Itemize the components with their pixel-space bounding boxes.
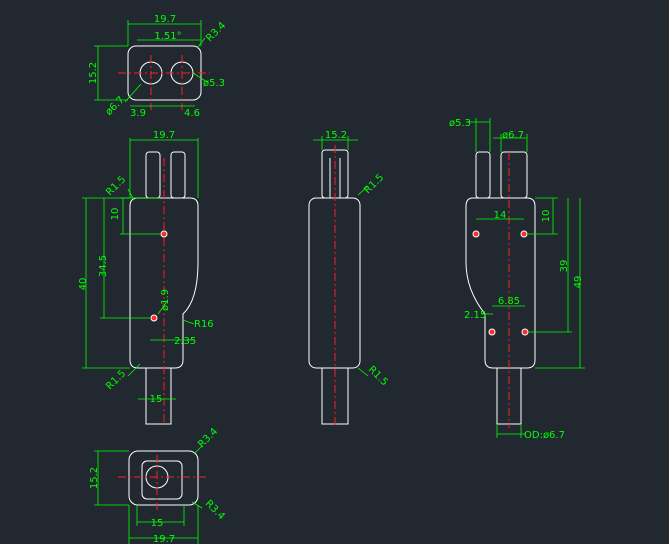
top-height-dim: 15.2 — [88, 62, 99, 84]
right-length-49-dim: 49 — [573, 276, 584, 289]
right-pin-spacing-dim: 14 — [494, 210, 507, 221]
side-width-dim: 15.2 — [325, 130, 347, 141]
front-side-radius-dim: R16 — [194, 319, 214, 330]
right-pin-right — [500, 151, 528, 199]
right-body — [465, 197, 536, 369]
front-pin-dia-dim: ø1.9 — [160, 289, 171, 311]
bottom-view-body — [128, 450, 199, 506]
bottom-radius-bottom-dim: R3.4 — [203, 498, 227, 522]
front-pin-hole-lower — [150, 314, 158, 322]
top-pitch-dim: 1.51° — [154, 31, 181, 42]
right-length-39-dim: 39 — [559, 260, 570, 273]
front-view: 19.7 R1.5 10 34.5 40 ø1.9 R16 2.35 R1.5 … — [78, 130, 214, 425]
front-pin-offset-dim: 10 — [110, 208, 121, 221]
right-pin-hole-ll — [488, 328, 496, 336]
top-offset-right-dim: 4.6 — [184, 108, 200, 119]
right-pin-dia-dim: ø5.3 — [449, 118, 471, 129]
side-bottom-radius-dim: R1.5 — [366, 364, 390, 388]
right-pin-hole-lr — [521, 328, 529, 336]
right-offset-lower-dim: 2.15 — [464, 310, 486, 321]
top-radius-dim: R3.4 — [204, 20, 228, 44]
top-view: 19.7 1.51° R3.4 15.2 ø5.3 ø6.7 3.9 4.6 — [88, 14, 228, 119]
right-pin-offset-dim: 10 — [541, 210, 552, 223]
front-bottom-radius-dim: R1.5 — [104, 368, 128, 392]
bottom-view-boss — [141, 460, 183, 500]
bottom-height-dim: 15.2 — [89, 467, 100, 489]
right-od-dim: OD:ø6.7 — [524, 430, 565, 441]
front-pin-left — [145, 151, 161, 199]
top-cable-dim: ø6.7 — [104, 95, 127, 118]
bottom-radius-top-dim: R3.4 — [196, 426, 220, 450]
front-length-total-dim: 40 — [78, 278, 89, 291]
right-view: ø5.3 ø6.7 14 10 6.85 2.15 39 49 OD:ø6.7 — [449, 118, 585, 441]
front-cable — [145, 367, 172, 425]
right-pin-left — [475, 151, 491, 199]
bottom-inner-width-dim: 15 — [151, 518, 164, 529]
top-hole-dim: ø5.3 — [203, 78, 225, 89]
front-cable-width-dim: 15 — [150, 394, 163, 405]
front-length-34-dim: 34.5 — [98, 255, 109, 277]
front-width-dim: 19.7 — [153, 130, 175, 141]
bottom-view: R3.4 15.2 R3.4 15 19.7 — [89, 426, 227, 544]
right-spacing-lower-dim: 6.85 — [498, 296, 520, 307]
top-width-dim: 19.7 — [154, 14, 176, 25]
front-corner-radius-dim: R1.5 — [104, 174, 128, 198]
front-pin-right — [170, 151, 186, 199]
front-step-dim: 2.35 — [174, 336, 196, 347]
top-offset-left-dim: 3.9 — [130, 108, 146, 119]
side-view: 15.2 R1.5 R1.5 — [308, 130, 390, 426]
side-top-radius-dim: R1.5 — [362, 172, 386, 196]
right-cable-dia-dim: ø6.7 — [502, 130, 524, 141]
right-pin-hole-ul — [472, 230, 480, 238]
front-pin-hole-upper — [160, 230, 168, 238]
bottom-width-dim: 19.7 — [153, 534, 175, 544]
